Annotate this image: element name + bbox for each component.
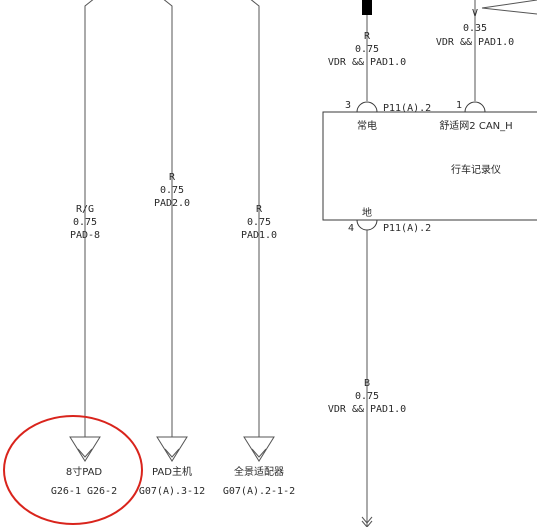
wire-surround-color: R xyxy=(256,204,263,215)
wire-surround-note: PAD1.0 xyxy=(241,230,277,241)
wire-pad-rg-note: PAD-8 xyxy=(70,230,100,241)
wire-pad-host-note: PAD2.0 xyxy=(154,198,190,209)
pin-3[interactable]: 3 P11(A).2 常电 xyxy=(345,100,431,132)
pin-1-label: 舒适网2 CAN_H xyxy=(439,119,512,132)
ground-surround-adapter-code: G07(A).2-1-2 xyxy=(223,486,295,497)
recorder-module[interactable]: 行车记录仪 3 P11(A).2 常电 1 舒适网2 CAN_H 地 4 P11… xyxy=(322,100,537,234)
wire-recorder-can-gauge: 0.35 xyxy=(463,23,487,34)
wire-surround-gauge: 0.75 xyxy=(247,217,271,228)
pin-3-connector: P11(A).2 xyxy=(383,103,431,114)
ground-surround-adapter-name: 全景适配器 xyxy=(234,465,284,478)
pin-3-number: 3 xyxy=(345,100,351,111)
ground-pad-host[interactable]: PAD主机 G07(A).3-12 xyxy=(139,436,205,497)
wire-recorder-can-color: V xyxy=(472,8,478,19)
ground-pad-host-code: G07(A).3-12 xyxy=(139,486,205,497)
wire-recorder-ground[interactable]: B 0.75 VDR && PAD1.0 xyxy=(328,230,406,527)
ground-surround-adapter[interactable]: 全景适配器 G07(A).2-1-2 xyxy=(223,436,295,497)
ground-symbol-icon xyxy=(69,436,101,462)
wire-recorder-can[interactable]: V 0.35 VDR && PAD1.0 xyxy=(436,0,537,101)
ground-symbol-icon xyxy=(243,436,275,462)
pin-1[interactable]: 1 舒适网2 CAN_H xyxy=(439,100,512,132)
ground-pad-host-name: PAD主机 xyxy=(152,465,192,478)
wire-pad-host-color: R xyxy=(169,172,176,183)
ground-8in-pad-code: G26-1 G26-2 xyxy=(51,486,117,497)
wire-recorder-ground-note: VDR && PAD1.0 xyxy=(328,404,406,415)
pin-1-number: 1 xyxy=(456,100,462,111)
pin-3-label: 常电 xyxy=(357,119,377,132)
module-name: 行车记录仪 xyxy=(451,163,501,176)
wire-recorder-power-gauge: 0.75 xyxy=(355,44,379,55)
wire-recorder-ground-gauge: 0.75 xyxy=(355,391,379,402)
highlight-circle xyxy=(3,415,143,525)
ground-8in-pad-name: 8寸PAD xyxy=(66,465,103,478)
wire-pad-rg[interactable]: R/G 0.75 PAD-8 xyxy=(70,0,100,437)
wire-recorder-can-note: VDR && PAD1.0 xyxy=(436,37,514,48)
ground-symbol-icon xyxy=(156,436,188,462)
pin-4-connector: P11(A).2 xyxy=(383,223,431,234)
wire-pad-rg-gauge: 0.75 xyxy=(73,217,97,228)
ground-8in-pad[interactable]: 8寸PAD G26-1 G26-2 xyxy=(51,436,117,497)
wire-recorder-power[interactable]: R 0.75 VDR && PAD1.0 xyxy=(328,15,406,101)
pin-4-number: 4 xyxy=(348,223,354,234)
wire-recorder-ground-color: B xyxy=(364,378,370,389)
wire-pad-host-gauge: 0.75 xyxy=(160,185,184,196)
pin-4-label: 地 xyxy=(362,206,372,219)
wire-pad-rg-color: R/G xyxy=(76,204,94,215)
wire-pad-host[interactable]: R 0.75 PAD2.0 xyxy=(154,0,190,437)
wire-recorder-power-note: VDR && PAD1.0 xyxy=(328,57,406,68)
fuse-block xyxy=(362,0,372,15)
wire-surround[interactable]: R 0.75 PAD1.0 xyxy=(241,0,277,437)
wire-recorder-power-color: R xyxy=(364,31,371,42)
